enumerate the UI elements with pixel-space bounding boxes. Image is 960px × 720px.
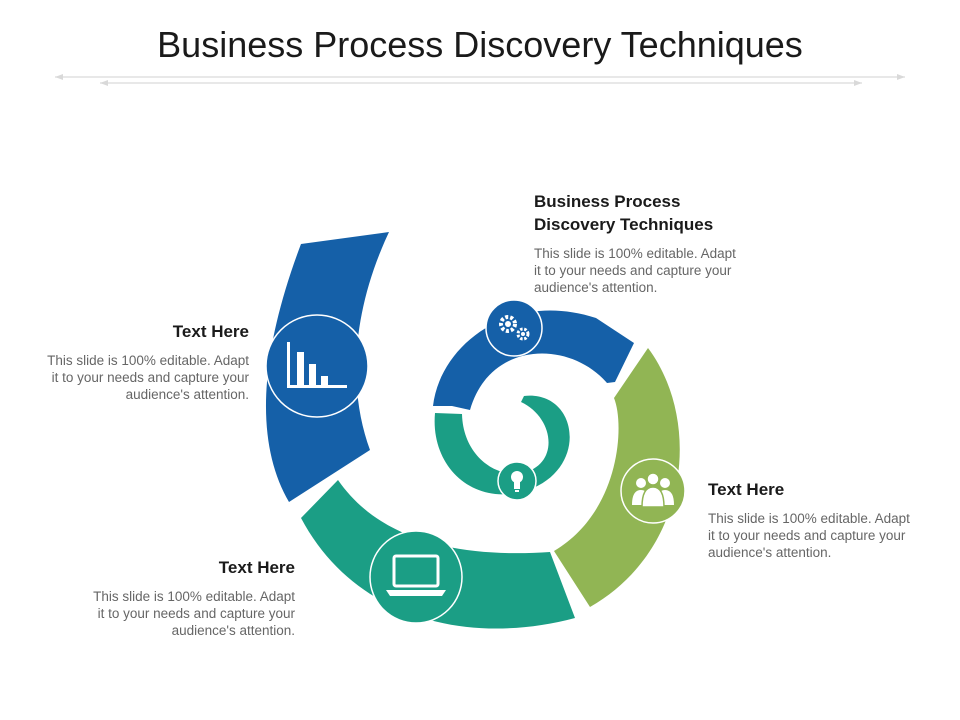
- text-block-bottom-left: Text Here This slide is 100% editable. A…: [64, 556, 295, 639]
- laptop-icon: [369, 530, 463, 624]
- spiral-segment-teal-inner: [434, 395, 570, 495]
- text-block-top: Business Process Discovery Techniques Th…: [534, 190, 774, 296]
- block-heading: Text Here: [708, 480, 785, 499]
- text-block-left: Text Here This slide is 100% editable. A…: [18, 320, 249, 403]
- slide-title: Business Process Discovery Techniques: [157, 24, 803, 65]
- spiral-segment-blue-inner: [433, 310, 634, 410]
- block-body: This slide is 100% editable. Adapt it to…: [93, 589, 295, 638]
- block-heading: Text Here: [172, 322, 249, 341]
- title-divider: [55, 74, 905, 86]
- bar-chart-icon: [265, 314, 369, 418]
- text-block-right: Text Here This slide is 100% editable. A…: [708, 478, 948, 561]
- block-heading: Text Here: [218, 558, 295, 577]
- block-body: This slide is 100% editable. Adapt it to…: [47, 353, 249, 402]
- gears-icon: [485, 299, 543, 357]
- people-icon: [620, 458, 686, 524]
- spiral-segment-green: [554, 348, 680, 607]
- block-body: This slide is 100% editable. Adapt it to…: [708, 511, 910, 560]
- block-heading: Business Process Discovery Techniques: [534, 192, 714, 234]
- block-body: This slide is 100% editable. Adapt it to…: [534, 246, 736, 295]
- lightbulb-icon: [497, 461, 537, 501]
